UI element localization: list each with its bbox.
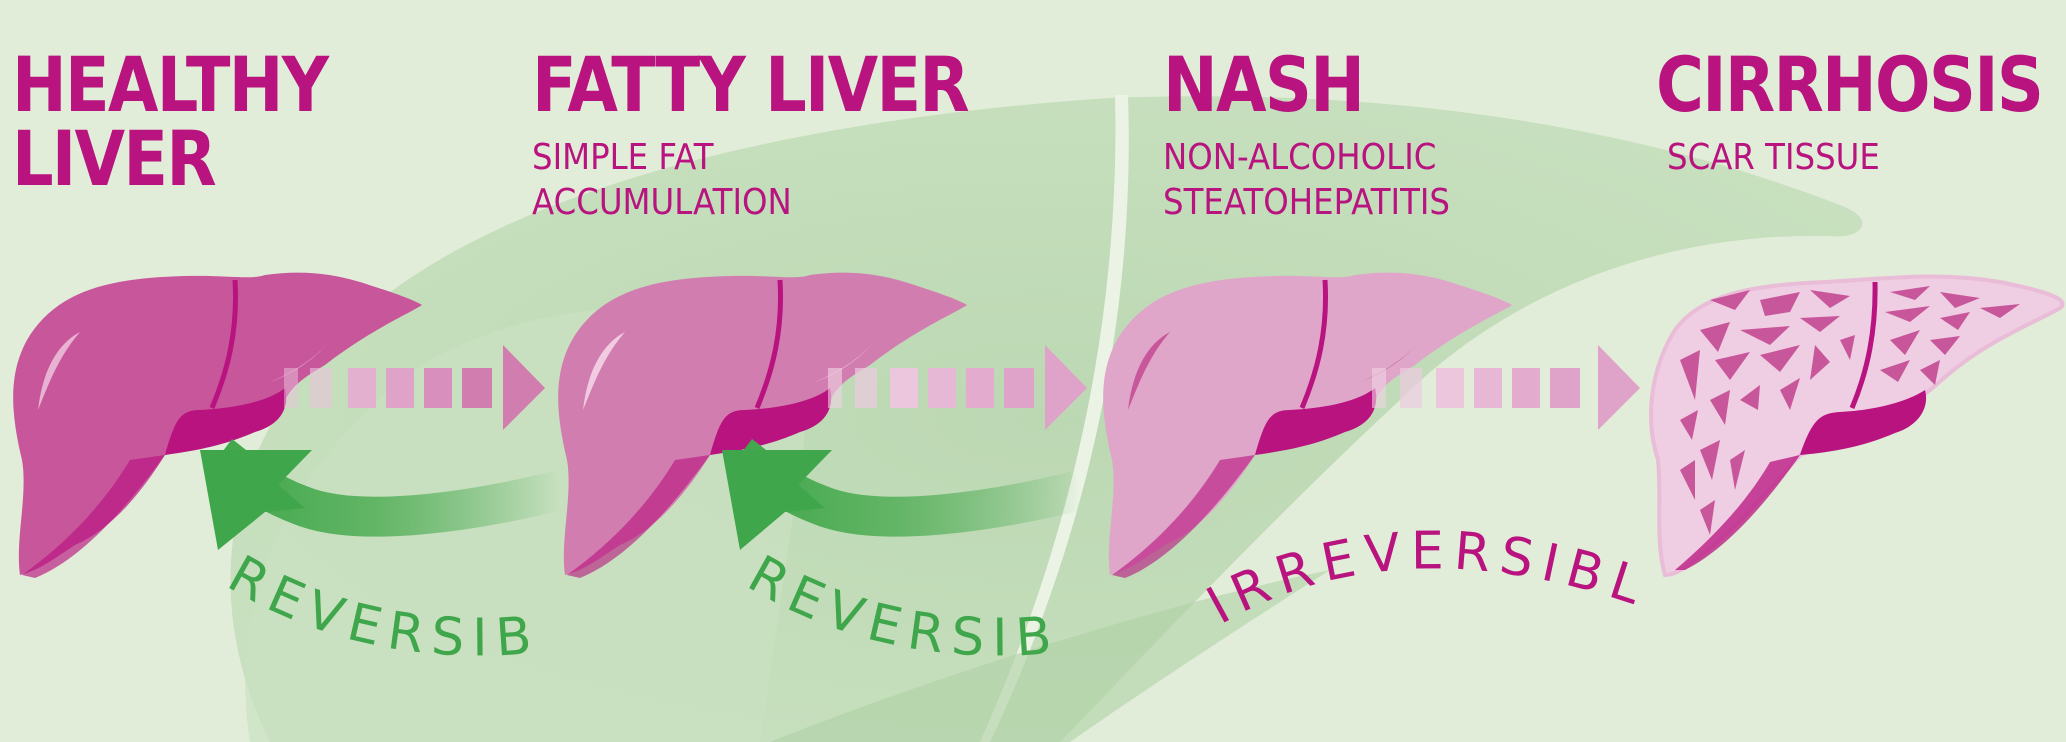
stage-title-fatty: FATTY LIVER bbox=[532, 48, 968, 122]
stage-title-cirrhosis: CIRRHOSIS bbox=[1656, 48, 2042, 122]
stage-title-nash: NASH bbox=[1163, 48, 1363, 122]
stage-subtitle-cirrhosis: SCAR TISSUE bbox=[1667, 135, 1880, 180]
liver-cirrhosis bbox=[1651, 277, 2062, 575]
